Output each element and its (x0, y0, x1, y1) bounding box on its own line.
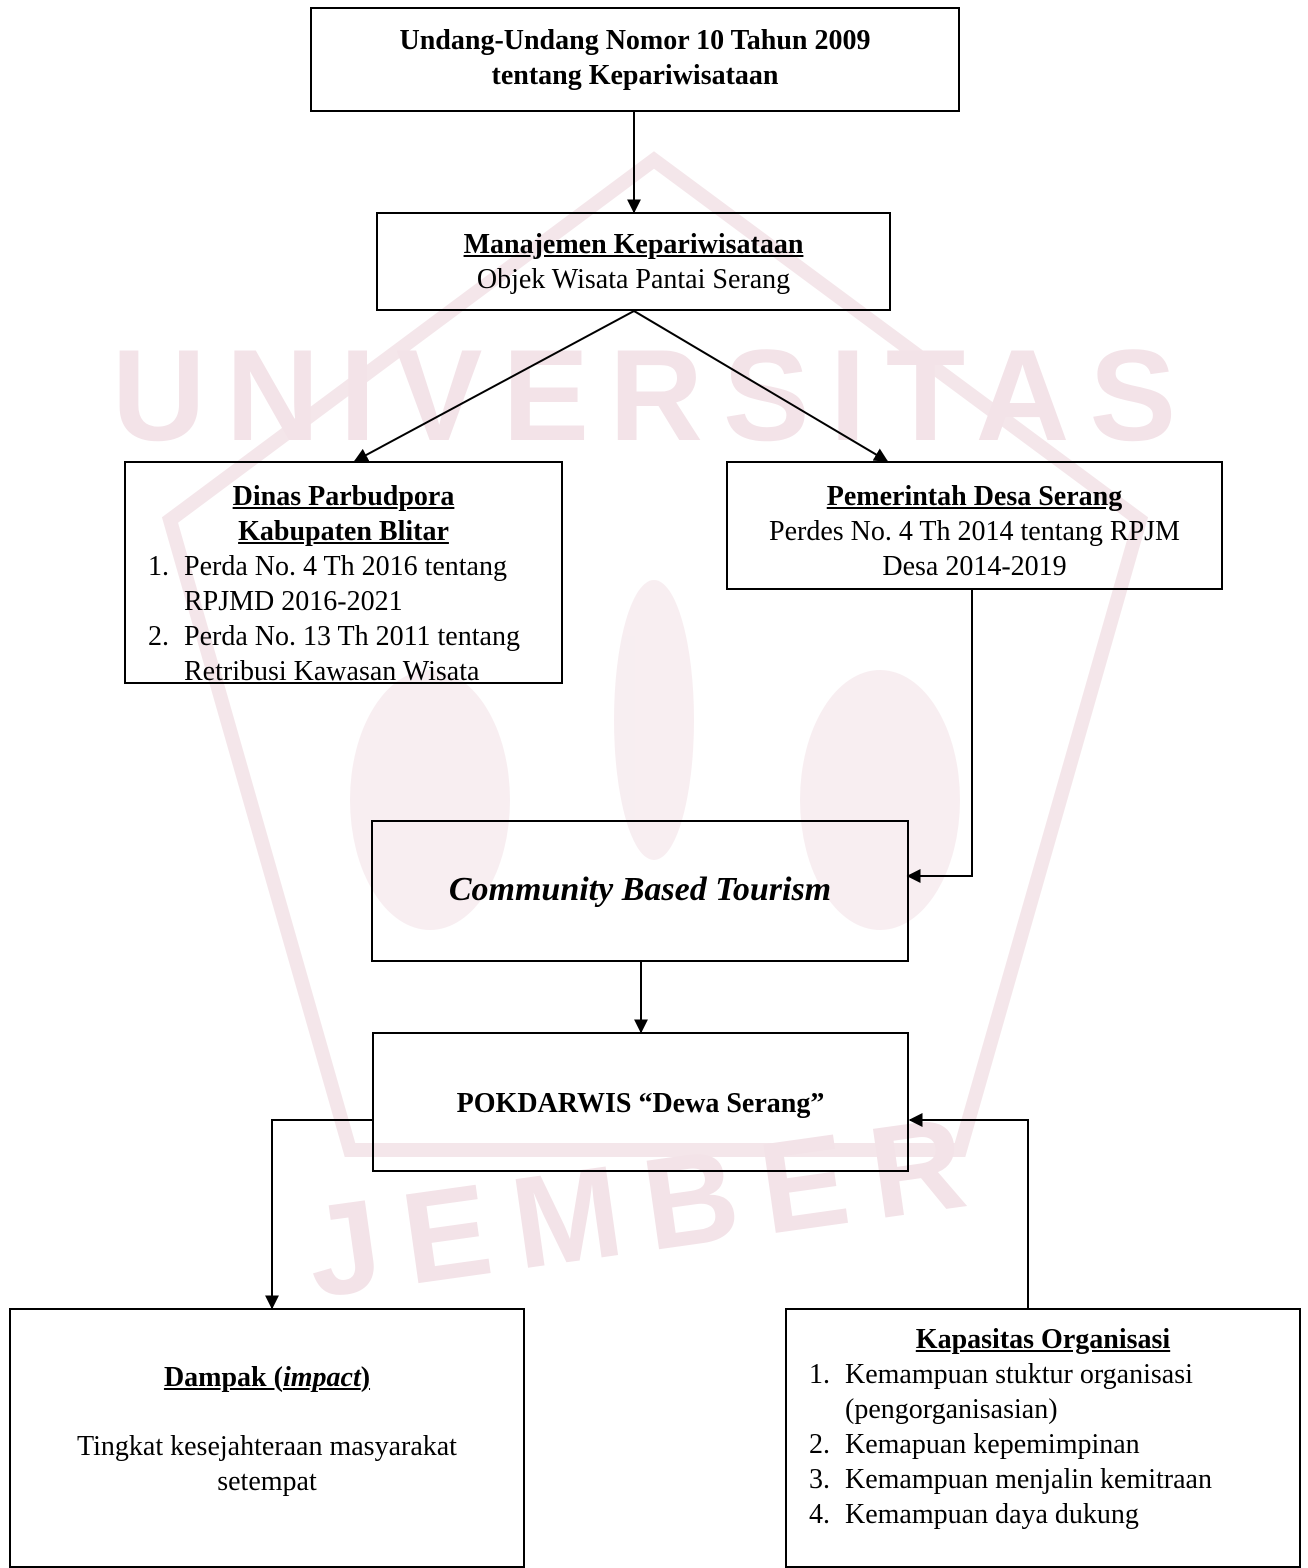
dinas-box: Dinas Parbudpora Kabupaten Blitar 1. Per… (124, 461, 563, 687)
desa-line1: Perdes No. 4 Th 2014 tentang RPJM (769, 516, 1180, 547)
kapasitas-list-item: 3. Kemampuan menjalin kemitraan (809, 1462, 1299, 1497)
law-line1: Undang-Undang Nomor 10 Tahun 2009 (399, 25, 871, 56)
desa-box: Pemerintah Desa Serang Perdes No. 4 Th 2… (726, 461, 1223, 590)
watermark-text-top: UNIVERSITAS (112, 322, 1196, 468)
desa-title: Pemerintah Desa Serang (826, 481, 1123, 512)
dampak-line1: Tingkat kesejahteraan masyarakat (77, 1431, 457, 1462)
kapasitas-item-number: 1. (809, 1359, 830, 1390)
dinas-list-item: 2. Perda No. 13 Th 2011 tentang Retribus… (148, 619, 561, 689)
pokdarwis-text: POKDARWIS “Dewa Serang” (456, 1088, 825, 1119)
dampak-title-main: Dampak ( (163, 1362, 283, 1393)
kapasitas-item-number: 3. (809, 1464, 830, 1495)
dampak-title: Dampak (impact) (11, 1360, 523, 1395)
arrow-management-to-desa (633, 310, 889, 462)
management-subtitle: Objek Wisata Pantai Serang (476, 264, 791, 295)
dinas-list: 1. Perda No. 4 Th 2016 tentang RPJMD 201… (148, 549, 561, 689)
dinas-item-line1: Perda No. 4 Th 2016 tentang (184, 551, 507, 582)
law-line2: tentang Kepariwisataan (491, 60, 779, 91)
kapasitas-title: Kapasitas Organisasi (915, 1324, 1171, 1355)
cbt-text: Community Based Tourism (448, 871, 832, 908)
management-title: Manajemen Kepariwisataan (463, 229, 804, 260)
kapasitas-list: 1. Kemampuan stuktur organisasi (pengorg… (809, 1357, 1299, 1532)
kapasitas-item-number: 4. (809, 1499, 830, 1530)
law-box: Undang-Undang Nomor 10 Tahun 2009 tentan… (310, 7, 960, 112)
kapasitas-list-item: 1. Kemampuan stuktur organisasi (pengorg… (809, 1357, 1299, 1427)
dinas-item-line2: RPJMD 2016-2021 (184, 586, 403, 617)
kapasitas-item-line1: Kemampuan menjalin kemitraan (845, 1464, 1212, 1495)
dinas-item-number: 1. (148, 551, 169, 582)
arrow-kapasitas-to-pokdarwis (908, 1113, 1029, 1308)
kapasitas-item-number: 2. (809, 1429, 830, 1460)
kapasitas-item-line1: Kemampuan daya dukung (845, 1499, 1139, 1530)
dampak-box: Dampak (impact) Tingkat kesejahteraan ma… (9, 1308, 525, 1568)
kapasitas-item-line1: Kemapuan kepemimpinan (845, 1429, 1140, 1460)
dampak-line2: setempat (217, 1466, 317, 1497)
dinas-title-line2: Kabupaten Blitar (238, 516, 449, 547)
cbt-box: Community Based Tourism (371, 820, 909, 962)
dinas-item-number: 2. (148, 621, 169, 652)
management-box: Manajemen Kepariwisataan Objek Wisata Pa… (376, 212, 891, 311)
dinas-list-item: 1. Perda No. 4 Th 2016 tentang RPJMD 201… (148, 549, 561, 619)
dinas-item-line1: Perda No. 13 Th 2011 tentang (184, 621, 520, 652)
kapasitas-item-line2: (pengorganisasian) (845, 1394, 1058, 1425)
dampak-title-italic: impact (282, 1362, 361, 1393)
dinas-title-line1: Dinas Parbudpora (232, 481, 455, 512)
dinas-item-line2: Retribusi Kawasan Wisata (184, 656, 480, 687)
kapasitas-list-item: 4. Kemampuan daya dukung (809, 1497, 1299, 1532)
arrow-pokdarwis-to-dampak (265, 1119, 372, 1310)
dampak-title-end: ) (360, 1362, 371, 1393)
arrow-desa-to-cbt (906, 590, 973, 883)
kapasitas-box: Kapasitas Organisasi 1. Kemampuan stuktu… (785, 1308, 1301, 1568)
pokdarwis-box: POKDARWIS “Dewa Serang” (372, 1032, 909, 1172)
arrow-management-to-dinas (353, 310, 635, 462)
desa-line2: Desa 2014-2019 (882, 551, 1067, 582)
kapasitas-item-line1: Kemampuan stuktur organisasi (845, 1359, 1193, 1390)
kapasitas-list-item: 2. Kemapuan kepemimpinan (809, 1427, 1299, 1462)
